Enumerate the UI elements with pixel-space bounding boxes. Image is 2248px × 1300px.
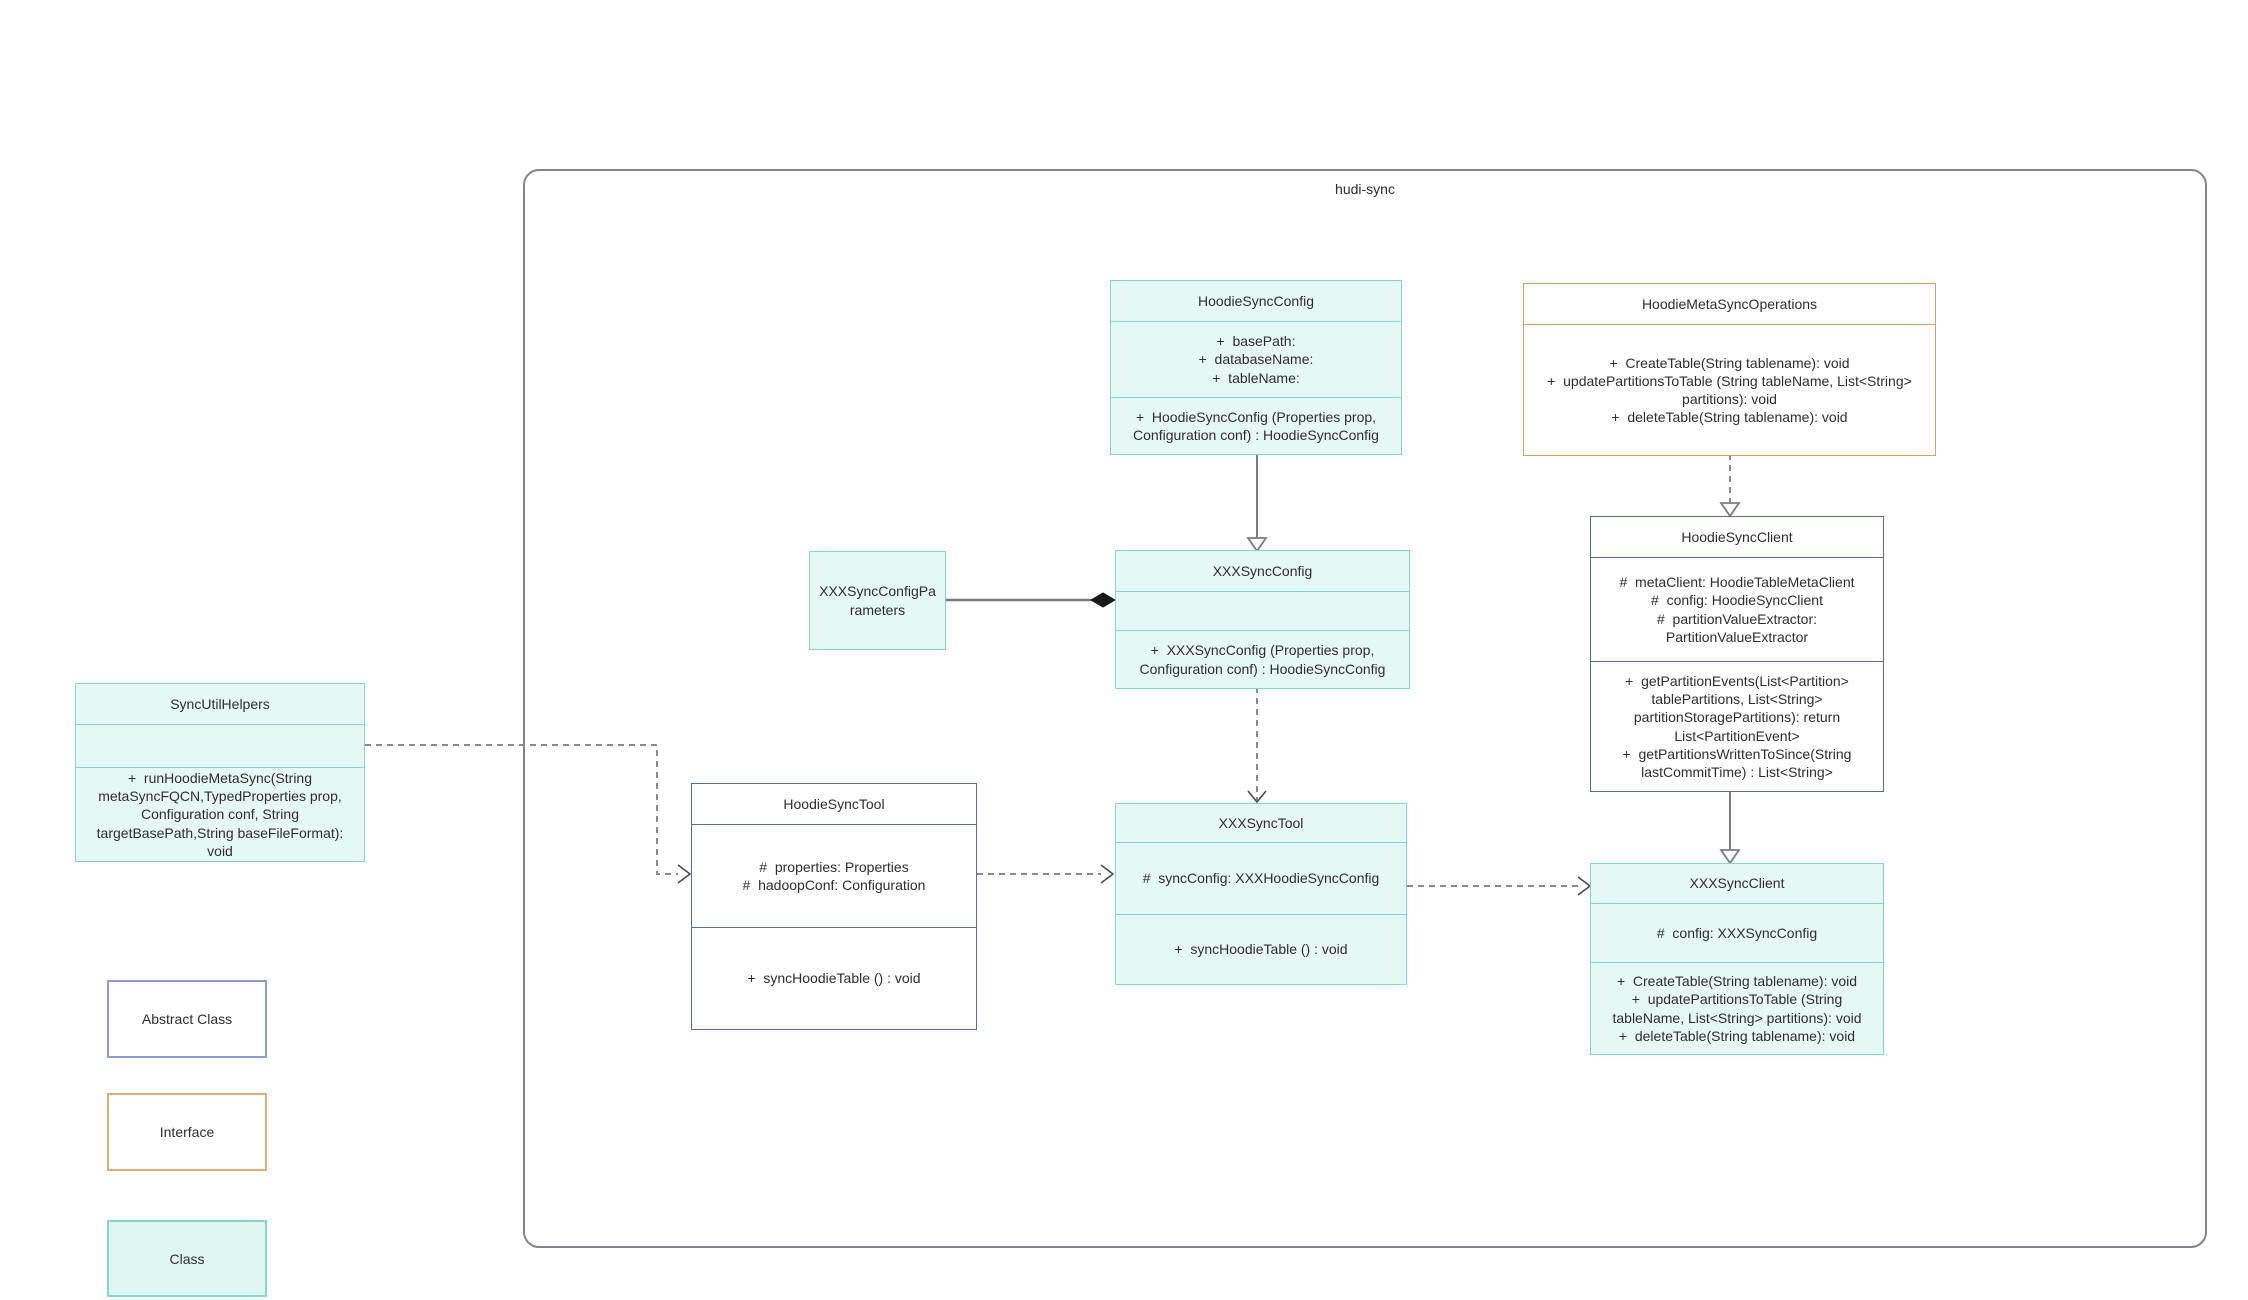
legend-label: Interface (159, 1124, 215, 1140)
method-line: + updatePartitionsToTable (String tableN… (1612, 991, 1862, 1026)
method-line: + deleteTable(String tablename): void (1618, 1027, 1856, 1044)
methods-section: + HoodieSyncConfig (Properties prop, Con… (1111, 397, 1401, 454)
class-title: HoodieMetaSyncOperations (1641, 295, 1818, 312)
method-line: + CreateTable(String tablename): void (1616, 973, 1858, 990)
method-line: + getPartitionEvents(List<Partition> tab… (1625, 672, 1853, 744)
methods-section: + runHoodieMetaSync(String metaSyncFQCN,… (76, 767, 364, 861)
class-title: HoodieSyncTool (783, 795, 885, 812)
attributes-section-empty (1116, 591, 1409, 630)
method-line: + CreateTable(String tablename): void (1609, 354, 1850, 371)
legend-label: Class (169, 1250, 205, 1267)
container-label: hudi-sync (1335, 181, 1395, 197)
class-box-xxx-sync-config: XXXSyncConfig + XXXSyncConfig (Propertie… (1115, 550, 1410, 689)
class-title: HoodieSyncConfig (1198, 292, 1314, 309)
class-title: HoodieSyncClient (1681, 528, 1793, 545)
legend-label: Abstract Class (141, 1011, 233, 1027)
legend-interface: Interface (107, 1093, 267, 1171)
attribute-line: # partitionValueExtractor: PartitionValu… (1656, 610, 1821, 645)
methods-section: + syncHoodieTable () : void (1116, 914, 1406, 984)
attribute-line: + databaseName: (1198, 351, 1314, 368)
attribute-line: # syncConfig: XXXHoodieSyncConfig (1142, 870, 1380, 887)
attributes-section-empty (76, 724, 364, 767)
methods-section: + CreateTable(String tablename): void + … (1591, 962, 1883, 1054)
attributes-section: + basePath: + databaseName: + tableName: (1111, 321, 1401, 397)
method-line: + runHoodieMetaSync(String metaSyncFQCN,… (96, 770, 348, 859)
attribute-line: # metaClient: HoodieTableMetaClient (1619, 574, 1855, 591)
class-box-xxx-sync-tool: XXXSyncTool # syncConfig: XXXHoodieSyncC… (1115, 803, 1407, 985)
attribute-line: + basePath: (1216, 333, 1296, 350)
methods-section: + XXXSyncConfig (Properties prop, Config… (1116, 630, 1409, 688)
legend-abstract-class: Abstract Class (107, 980, 267, 1058)
attribute-line: # config: HoodieSyncClient (1651, 592, 1823, 609)
class-box-xxx-sync-config-parameters: XXXSyncConfigParameters (809, 551, 946, 650)
legend-class: Class (107, 1220, 267, 1297)
abstract-class-box-hoodie-sync-tool: HoodieSyncTool # properties: Properties … (691, 783, 977, 1030)
methods-section: + getPartitionEvents(List<Partition> tab… (1591, 661, 1883, 791)
method-line: + XXXSyncConfig (Properties prop, Config… (1139, 642, 1386, 677)
class-box-xxx-sync-client: XXXSyncClient # config: XXXSyncConfig + … (1590, 863, 1884, 1055)
method-line: + HoodieSyncConfig (Properties prop, Con… (1133, 408, 1380, 443)
attributes-section: # metaClient: HoodieTableMetaClient # co… (1591, 557, 1883, 661)
attribute-line: # hadoopConf: Configuration (742, 877, 926, 893)
class-box-sync-util-helpers: SyncUtilHelpers + runHoodieMetaSync(Stri… (75, 683, 365, 862)
method-line: + getPartitionsWrittenToSince(String las… (1622, 745, 1856, 780)
methods-section: + syncHoodieTable () : void (692, 927, 976, 1029)
attribute-line: # config: XXXSyncConfig (1656, 924, 1818, 941)
method-line: + updatePartitionsToTable (String tableN… (1547, 372, 1916, 407)
attribute-line: # properties: Properties (759, 858, 909, 875)
method-line: + syncHoodieTable () : void (1174, 941, 1348, 958)
attribute-line: + tableName: (1212, 369, 1300, 386)
attributes-section: # syncConfig: XXXHoodieSyncConfig (1116, 842, 1406, 914)
methods-section: + CreateTable(String tablename): void + … (1524, 324, 1935, 455)
class-title: XXXSyncConfigParameters (819, 583, 936, 618)
class-title: XXXSyncTool (1218, 814, 1304, 831)
abstract-class-box-hoodie-sync-client: HoodieSyncClient # metaClient: HoodieTab… (1590, 516, 1884, 792)
class-box-hoodie-sync-config: HoodieSyncConfig + basePath: + databaseN… (1110, 280, 1402, 455)
class-title: XXXSyncConfig (1212, 562, 1313, 579)
method-line: + syncHoodieTable () : void (747, 970, 921, 987)
hudi-sync-container: hudi-sync (523, 169, 2207, 1248)
class-title: XXXSyncClient (1689, 875, 1785, 892)
class-title: SyncUtilHelpers (170, 695, 270, 712)
method-line: + deleteTable(String tablename): void (1611, 409, 1848, 426)
attributes-section: # properties: Properties # hadoopConf: C… (692, 824, 976, 927)
attributes-section: # config: XXXSyncConfig (1591, 903, 1883, 962)
interface-box-hoodie-meta-sync-operations: HoodieMetaSyncOperations + CreateTable(S… (1523, 283, 1936, 456)
